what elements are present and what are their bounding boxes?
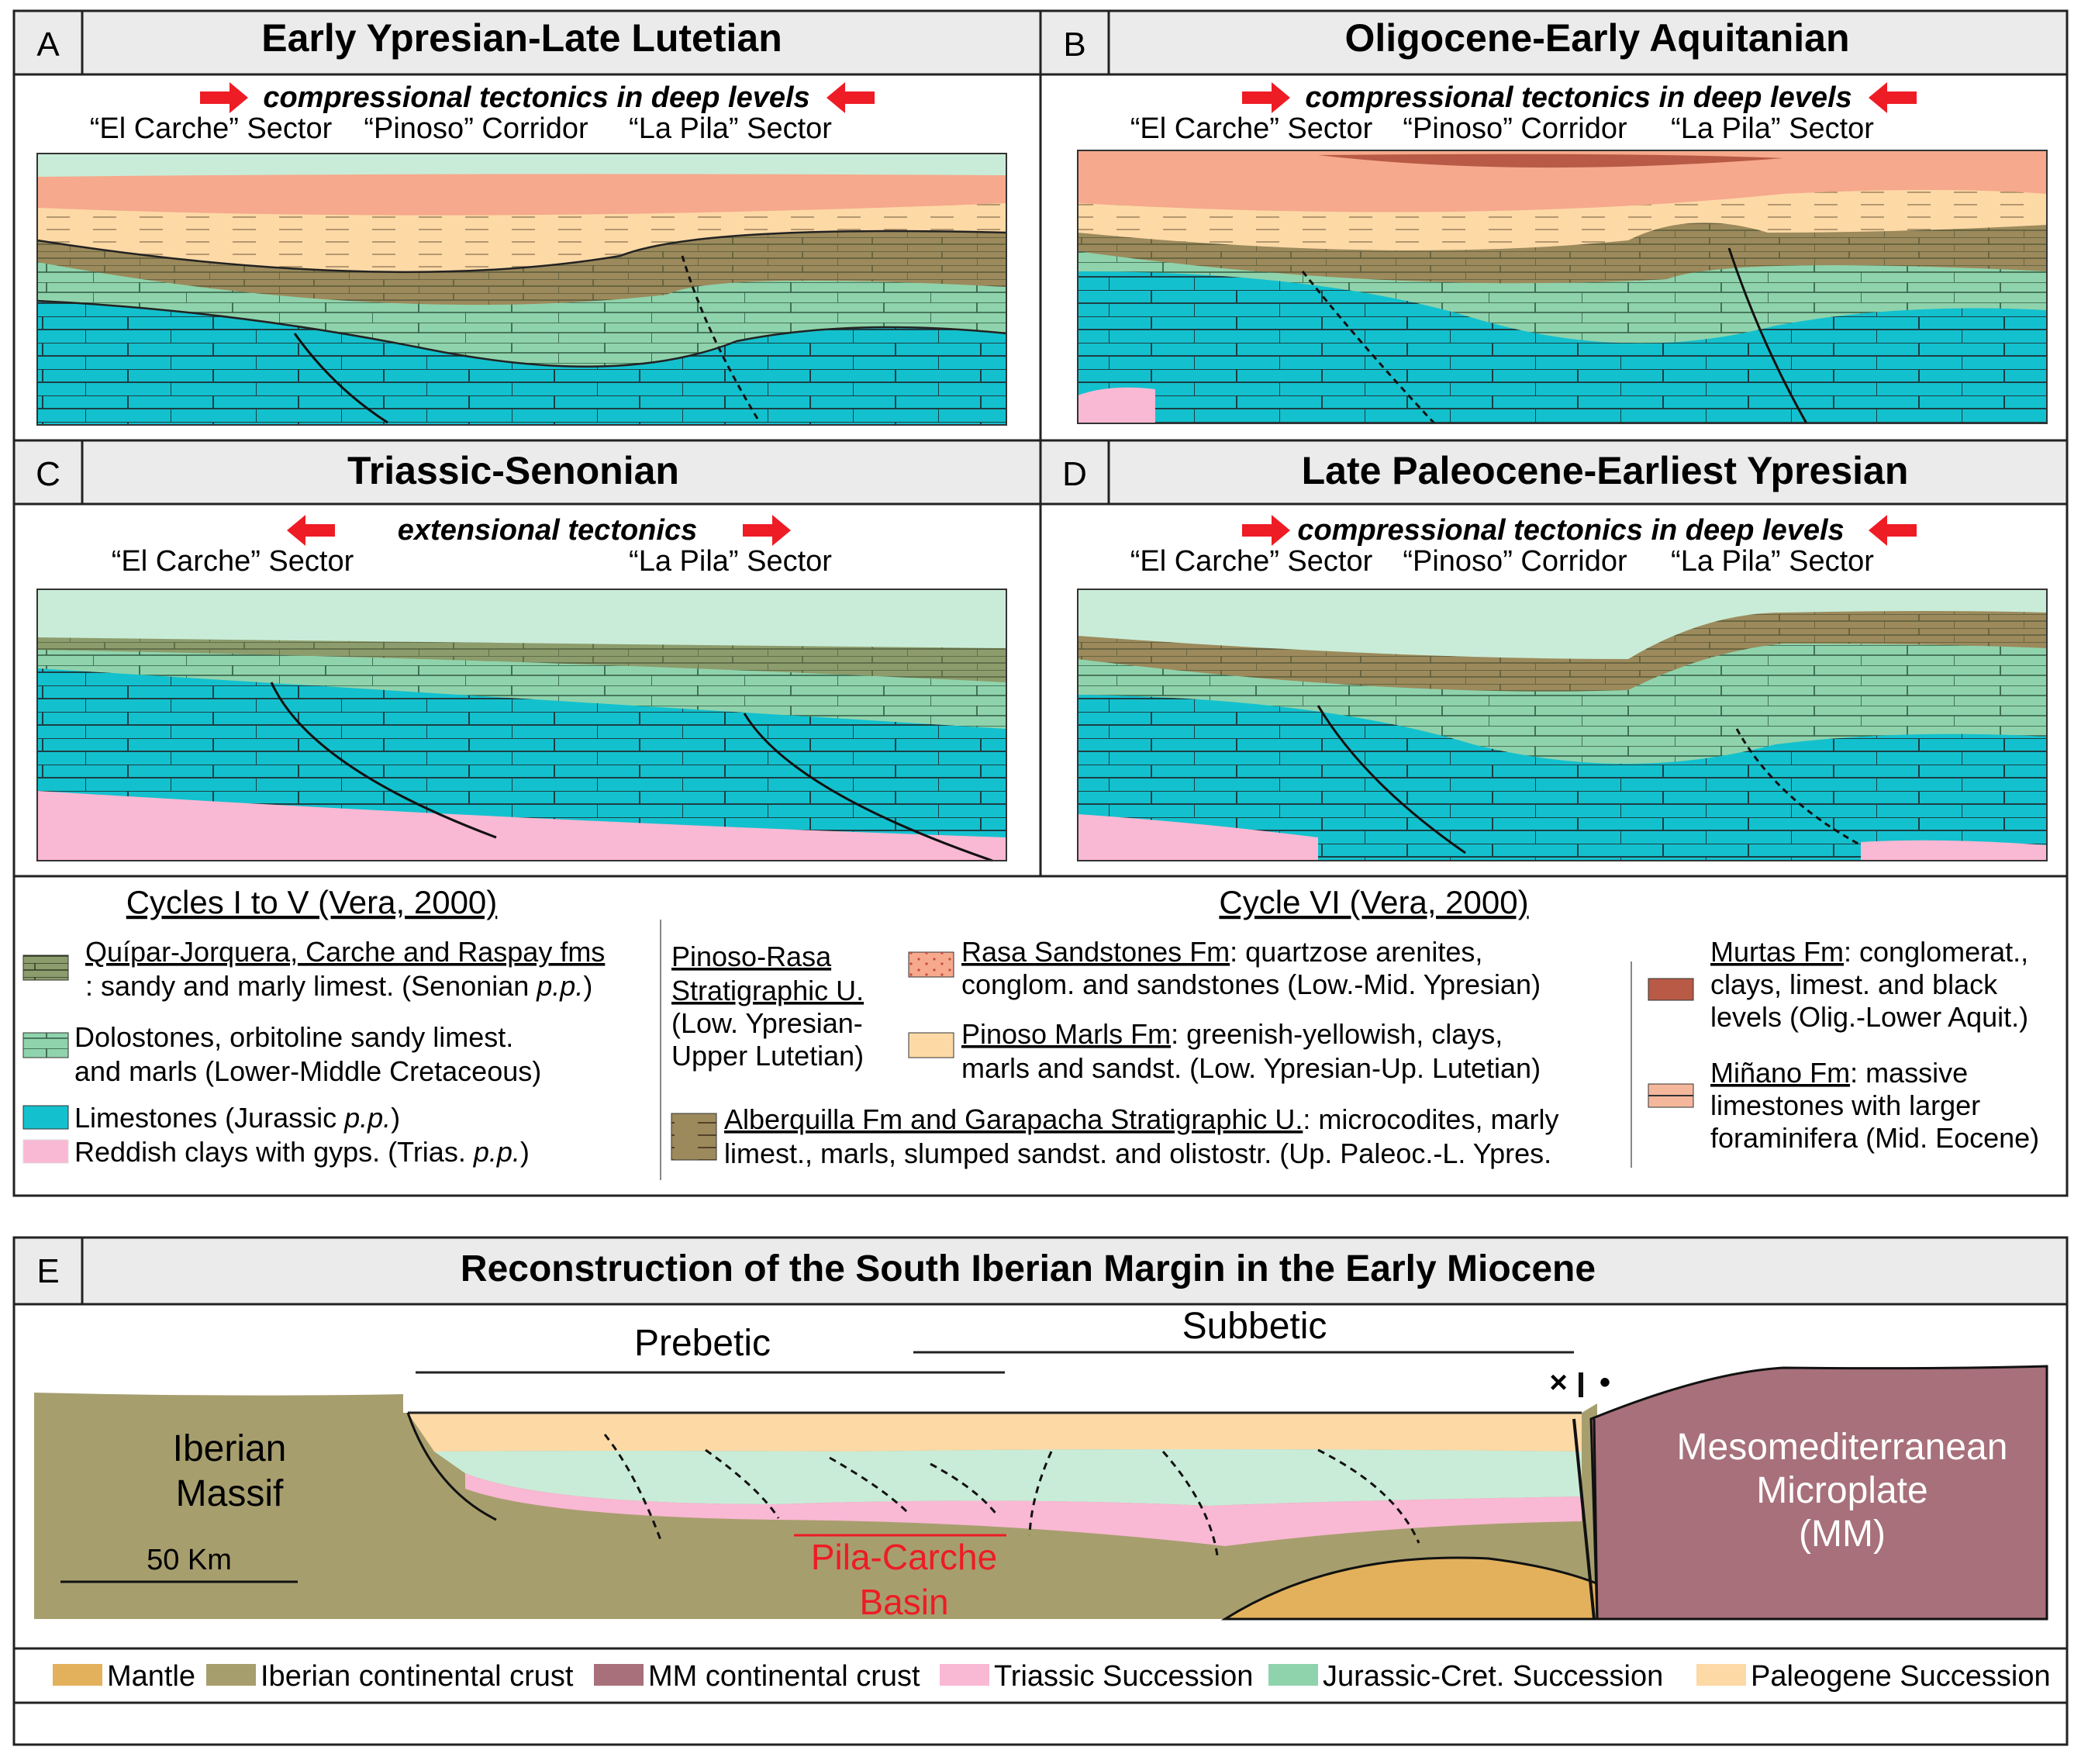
arrow-left-icon bbox=[827, 82, 875, 113]
legend-murtas: Murtas Fm: conglomerat., bbox=[1710, 936, 2028, 968]
panel-d-sector-2: “Pinoso” Corridor bbox=[1403, 545, 1627, 578]
panel-e-letter: E bbox=[36, 1252, 59, 1290]
bottom-legend-0: Mantle bbox=[107, 1660, 195, 1693]
legend-minano: Miñano Fm: massive bbox=[1710, 1057, 1968, 1089]
iberian-label-1: Iberian bbox=[173, 1428, 287, 1469]
panel-a-sector-1: “El Carche” Sector bbox=[90, 112, 333, 145]
panel-c-section bbox=[36, 589, 1007, 862]
bottom-legend-5: Paleogene Succession bbox=[1751, 1660, 2051, 1693]
legend-pinoso-rasa-3: (Low. Ypresian- bbox=[671, 1007, 863, 1039]
panel-e-title: Reconstruction of the South Iberian Marg… bbox=[461, 1248, 1596, 1289]
panel-d-sector-1: “El Carche” Sector bbox=[1130, 545, 1373, 578]
panel-b-letter: B bbox=[1063, 26, 1085, 64]
fault-dot-icon: • bbox=[1600, 1365, 1610, 1400]
panel-a-title: Early Ypresian-Late Lutetian bbox=[261, 16, 782, 60]
basin-label-2: Basin bbox=[859, 1582, 948, 1622]
legend-alberquilla: Alberquilla Fm and Garapacha Stratigraph… bbox=[724, 1103, 1558, 1135]
iberian-label-2: Massif bbox=[176, 1473, 284, 1514]
panel-d: D Late Paleocene-Earliest Ypresian compr… bbox=[1062, 449, 2048, 861]
arrow-right-icon bbox=[1242, 82, 1290, 113]
arrow-right-icon bbox=[200, 82, 248, 113]
panel-c-sector-2: “La Pila” Sector bbox=[629, 545, 832, 578]
fault-cross-icon: × bbox=[1549, 1365, 1567, 1400]
legend-pinoso-marls: Pinoso Marls Fm: greenish-yellowish, cla… bbox=[961, 1018, 1503, 1050]
legend-pinoso-rasa-1: Pinoso-Rasa bbox=[671, 941, 832, 972]
panel-d-tectonics: compressional tectonics in deep levels bbox=[1297, 514, 1844, 547]
mm-label-2: Microplate bbox=[1756, 1470, 1927, 1511]
legend-pinoso-marls-2: marls and sandst. (Low. Ypresian-Up. Lut… bbox=[961, 1052, 1541, 1084]
bottom-legend: Mantle Iberian continental crust MM cont… bbox=[53, 1660, 2051, 1693]
legend-quipar: Quípar-Jorquera, Carche and Raspay fms bbox=[85, 936, 605, 968]
arrow-right-icon bbox=[1242, 515, 1290, 546]
bottom-legend-4: Jurassic-Cret. Succession bbox=[1323, 1660, 1663, 1693]
subbetic-label: Subbetic bbox=[1182, 1306, 1327, 1347]
legend-dolostones-2: and marls (Lower-Middle Cretaceous) bbox=[74, 1055, 541, 1087]
panel-a: A Early Ypresian-Late Lutetian compressi… bbox=[36, 16, 1007, 426]
panel-a-sector-3: “La Pila” Sector bbox=[629, 112, 832, 145]
legend-alberquilla-2: limest., marls, slumped sandst. and olis… bbox=[724, 1137, 1551, 1169]
panel-b-tectonics: compressional tectonics in deep levels bbox=[1305, 81, 1852, 114]
mm-label-3: (MM) bbox=[1799, 1514, 1886, 1555]
panel-b-section bbox=[1077, 150, 2048, 425]
legend-cycles-1-5: Cycles I to V (Vera, 2000) bbox=[126, 884, 498, 920]
arrow-left-icon bbox=[1869, 82, 1917, 113]
panel-b: B Oligocene-Early Aquitanian compression… bbox=[1063, 16, 2048, 425]
legend-quipar-desc: : sandy and marly limest. (Senonian p.p.… bbox=[85, 970, 592, 1002]
panel-c-letter: C bbox=[36, 455, 60, 493]
legend-cycle-6: Cycle VI (Vera, 2000) bbox=[1219, 884, 1528, 920]
legend-dolostones-1: Dolostones, orbitoline sandy limest. bbox=[74, 1021, 513, 1053]
legend: Cycles I to V (Vera, 2000) Cycle VI (Ver… bbox=[22, 884, 2039, 1180]
legend-reddish: Reddish clays with gyps. (Trias. p.p.) bbox=[74, 1136, 530, 1168]
panel-a-section bbox=[36, 153, 1007, 426]
panel-a-tectonics: compressional tectonics in deep levels bbox=[263, 81, 809, 114]
legend-murtas-2: clays, limest. and black bbox=[1710, 968, 1998, 1000]
legend-limestones: Limestones (Jurassic p.p.) bbox=[74, 1102, 400, 1134]
panel-b-sector-2: “Pinoso” Corridor bbox=[1403, 112, 1627, 145]
panel-e: E Reconstruction of the South Iberian Ma… bbox=[12, 1236, 2069, 1746]
basin-label-1: Pila-Carche bbox=[811, 1537, 997, 1577]
legend-minano-3: foraminifera (Mid. Eocene) bbox=[1710, 1122, 2039, 1154]
fault-bar bbox=[1579, 1372, 1583, 1397]
panel-c-tectonics: extensional tectonics bbox=[398, 514, 697, 547]
bottom-legend-2: MM continental crust bbox=[648, 1660, 920, 1693]
legend-murtas-3: levels (Olig.-Lower Aquit.) bbox=[1710, 1001, 2028, 1033]
legend-pinoso-rasa-2: Stratigraphic U. bbox=[671, 975, 864, 1006]
prebetic-label: Prebetic bbox=[634, 1323, 771, 1364]
bottom-legend-1: Iberian continental crust bbox=[261, 1660, 574, 1693]
panel-b-sector-3: “La Pila” Sector bbox=[1671, 112, 1874, 145]
arrow-left-icon bbox=[1869, 515, 1917, 546]
panel-b-title: Oligocene-Early Aquitanian bbox=[1344, 16, 1849, 60]
arrow-left-icon bbox=[287, 515, 335, 546]
panel-a-sector-2: “Pinoso” Corridor bbox=[364, 112, 588, 145]
panel-d-sector-3: “La Pila” Sector bbox=[1671, 545, 1874, 578]
mm-label-1: Mesomediterranean bbox=[1677, 1427, 2008, 1468]
panel-b-sector-1: “El Carche” Sector bbox=[1130, 112, 1373, 145]
bottom-legend-3: Triassic Succession bbox=[994, 1660, 1253, 1693]
panel-c: C Triassic-Senonian extensional tectonic… bbox=[36, 449, 1007, 862]
arrow-right-icon bbox=[743, 515, 791, 546]
scale-label: 50 Km bbox=[147, 1544, 232, 1576]
panel-d-letter: D bbox=[1062, 455, 1087, 493]
panel-d-title: Late Paleocene-Earliest Ypresian bbox=[1302, 449, 1909, 492]
panel-a-letter: A bbox=[36, 26, 60, 64]
panel-d-section bbox=[1077, 589, 2048, 861]
legend-pinoso-rasa-4: Upper Lutetian) bbox=[671, 1040, 864, 1072]
panel-c-title: Triassic-Senonian bbox=[347, 449, 679, 492]
legend-rasa: Rasa Sandstones Fm: quartzose arenites, bbox=[961, 936, 1482, 968]
panel-c-sector-1: “El Carche” Sector bbox=[112, 545, 354, 578]
legend-rasa-2: conglom. and sandstones (Low.-Mid. Ypres… bbox=[961, 968, 1541, 1000]
legend-minano-2: limestones with larger bbox=[1710, 1089, 1980, 1121]
